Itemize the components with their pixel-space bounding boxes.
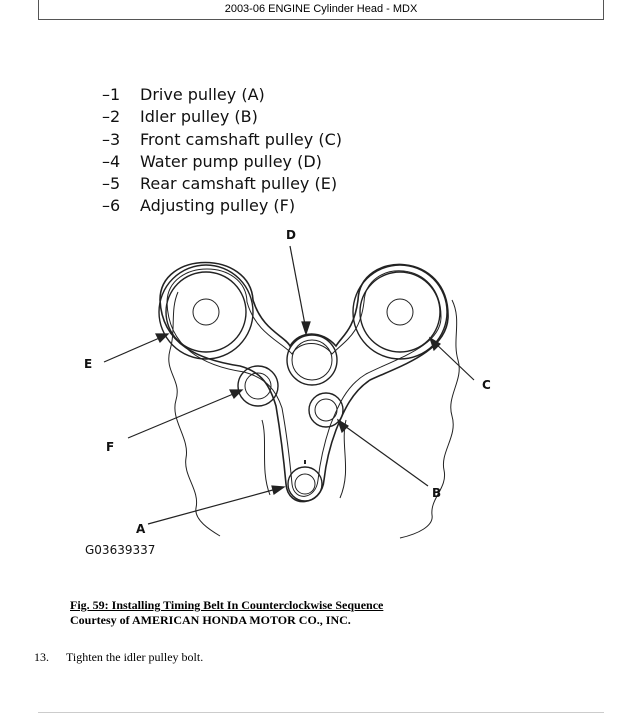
timing-belt-inner: [166, 268, 442, 497]
page-header: 2003-06 ENGINE Cylinder Head - MDX: [38, 0, 604, 20]
legend-item: –3 Front camshaft pulley (C): [102, 129, 342, 151]
adjusting-pulley-inner: [244, 372, 272, 400]
legend-label: Rear camshaft pulley (E): [140, 174, 338, 194]
legend-number: –4: [102, 151, 121, 171]
figure-caption: Fig. 59: Installing Timing Belt In Count…: [70, 598, 383, 628]
legend-label: Front camshaft pulley (C): [140, 129, 342, 149]
callout-d: D: [286, 228, 296, 242]
rear-cam-pulley-hub: [192, 298, 220, 326]
front-cam-pulley-hub: [386, 298, 414, 326]
legend-number: –2: [102, 107, 121, 127]
timing-belt-outer: [159, 261, 449, 503]
legend-number: –6: [102, 196, 121, 216]
water-pump-pulley: [286, 334, 338, 386]
water-pump-pulley-inner: [291, 339, 333, 381]
legend-number: –1: [102, 85, 121, 104]
legend-item: –2 Idler pulley (B): [102, 106, 342, 128]
legend-item: –5 Rear camshaft pulley (E): [102, 173, 342, 195]
idler-pulley: [308, 392, 344, 428]
procedure-step: 13. Tighten the idler pulley bolt.: [34, 650, 203, 665]
rear-cam-pulley-outer: [158, 264, 254, 360]
engine-block-outline-right: [399, 299, 460, 539]
step-text: Tighten the idler pulley bolt.: [66, 650, 204, 664]
drive-pulley-inner: [294, 473, 316, 495]
legend-number: –3: [102, 129, 121, 149]
figure-id: G03639337: [85, 543, 156, 557]
page-title: 2003-06 ENGINE Cylinder Head - MDX: [224, 3, 418, 15]
legend-label: Water pump pulley (D): [140, 151, 322, 171]
front-cam-pulley-ring: [359, 271, 441, 353]
callout-e: E: [84, 357, 93, 371]
legend-item: –4 Water pump pulley (D): [102, 151, 342, 173]
callout-f: F: [106, 440, 115, 454]
step-number: 13.: [34, 650, 49, 664]
adjusting-pulley: [237, 365, 279, 407]
pulley-sequence-legend: –1 Drive pulley (A) –2 Idler pulley (B) –3…: [102, 84, 342, 218]
footer-divider: [38, 712, 604, 713]
legend-label: Idler pulley (B): [140, 107, 258, 127]
legend-label: Drive pulley (A): [140, 85, 265, 104]
callout-c: C: [482, 378, 491, 392]
legend-item: –1 Drive pulley (A): [102, 84, 342, 106]
callout-b: B: [432, 486, 442, 500]
callout-a: A: [136, 522, 146, 536]
legend-label: Adjusting pulley (F): [140, 196, 296, 216]
engine-block-outline-left: [168, 291, 221, 537]
rear-cam-pulley-ring: [165, 271, 247, 353]
legend-item: –6 Adjusting pulley (F): [102, 195, 342, 217]
caption-title: Fig. 59: Installing Timing Belt In Count…: [70, 598, 384, 612]
caption-credit: Courtesy of AMERICAN HONDA MOTOR CO., IN…: [70, 613, 351, 627]
legend-number: –5: [102, 174, 121, 194]
